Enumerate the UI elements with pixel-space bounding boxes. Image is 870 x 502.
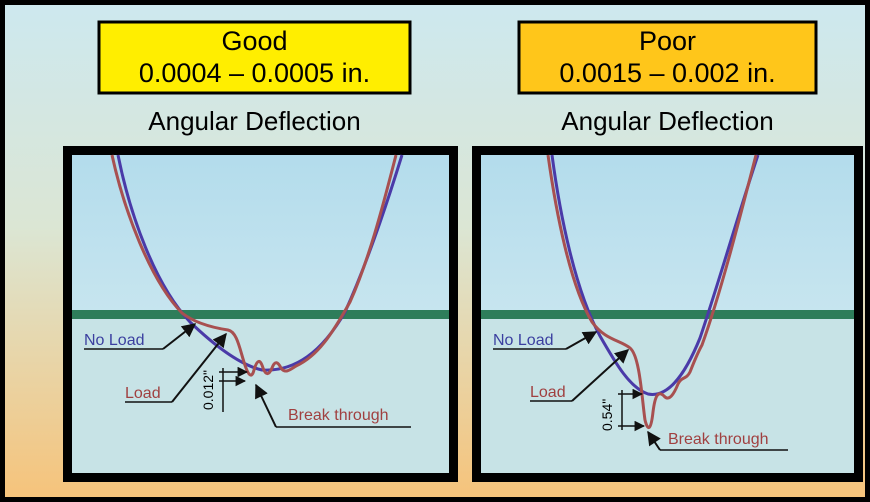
good-subtitle: Angular Deflection [148,106,360,136]
good-range-label: 0.0004 – 0.0005 in. [139,58,370,88]
good-surface-line [72,310,449,319]
poor-no-load-label: No Load [493,332,554,349]
good-badge [97,20,412,95]
panel-good: Good 0.0004 – 0.0005 in. Angular Deflect… [63,20,458,482]
good-load-curve [110,154,398,377]
poor-load-arrow [571,349,630,402]
poor-load-curve [546,154,758,429]
panel-poor: Poor 0.0015 – 0.002 in. Angular Deflecti… [472,20,863,482]
poor-break-arrow [647,430,661,451]
poor-load-label: Load [530,384,566,401]
poor-water [481,313,854,473]
poor-sky [481,155,854,313]
good-break-label: Break through [288,407,389,424]
poor-badge [517,20,818,95]
poor-subtitle: Angular Deflection [561,106,773,136]
poor-depth-label: 0.54" [599,399,615,431]
poor-break-label: Break through [668,431,769,448]
good-no-load-arrow [162,323,197,350]
poor-range-label: 0.0015 – 0.002 in. [559,58,775,88]
good-quality-label: Good [221,26,287,56]
good-break-arrow [255,383,277,428]
poor-no-load-curve [550,154,760,396]
good-load-arrow [171,332,227,403]
poor-no-load-arrow [565,331,598,350]
good-sky [72,155,449,313]
poor-quality-label: Poor [639,26,696,56]
good-load-label: Load [125,385,161,402]
good-depth-label: 0.012" [200,370,216,410]
good-no-load-label: No Load [84,332,145,349]
poor-surface-line [481,310,854,319]
